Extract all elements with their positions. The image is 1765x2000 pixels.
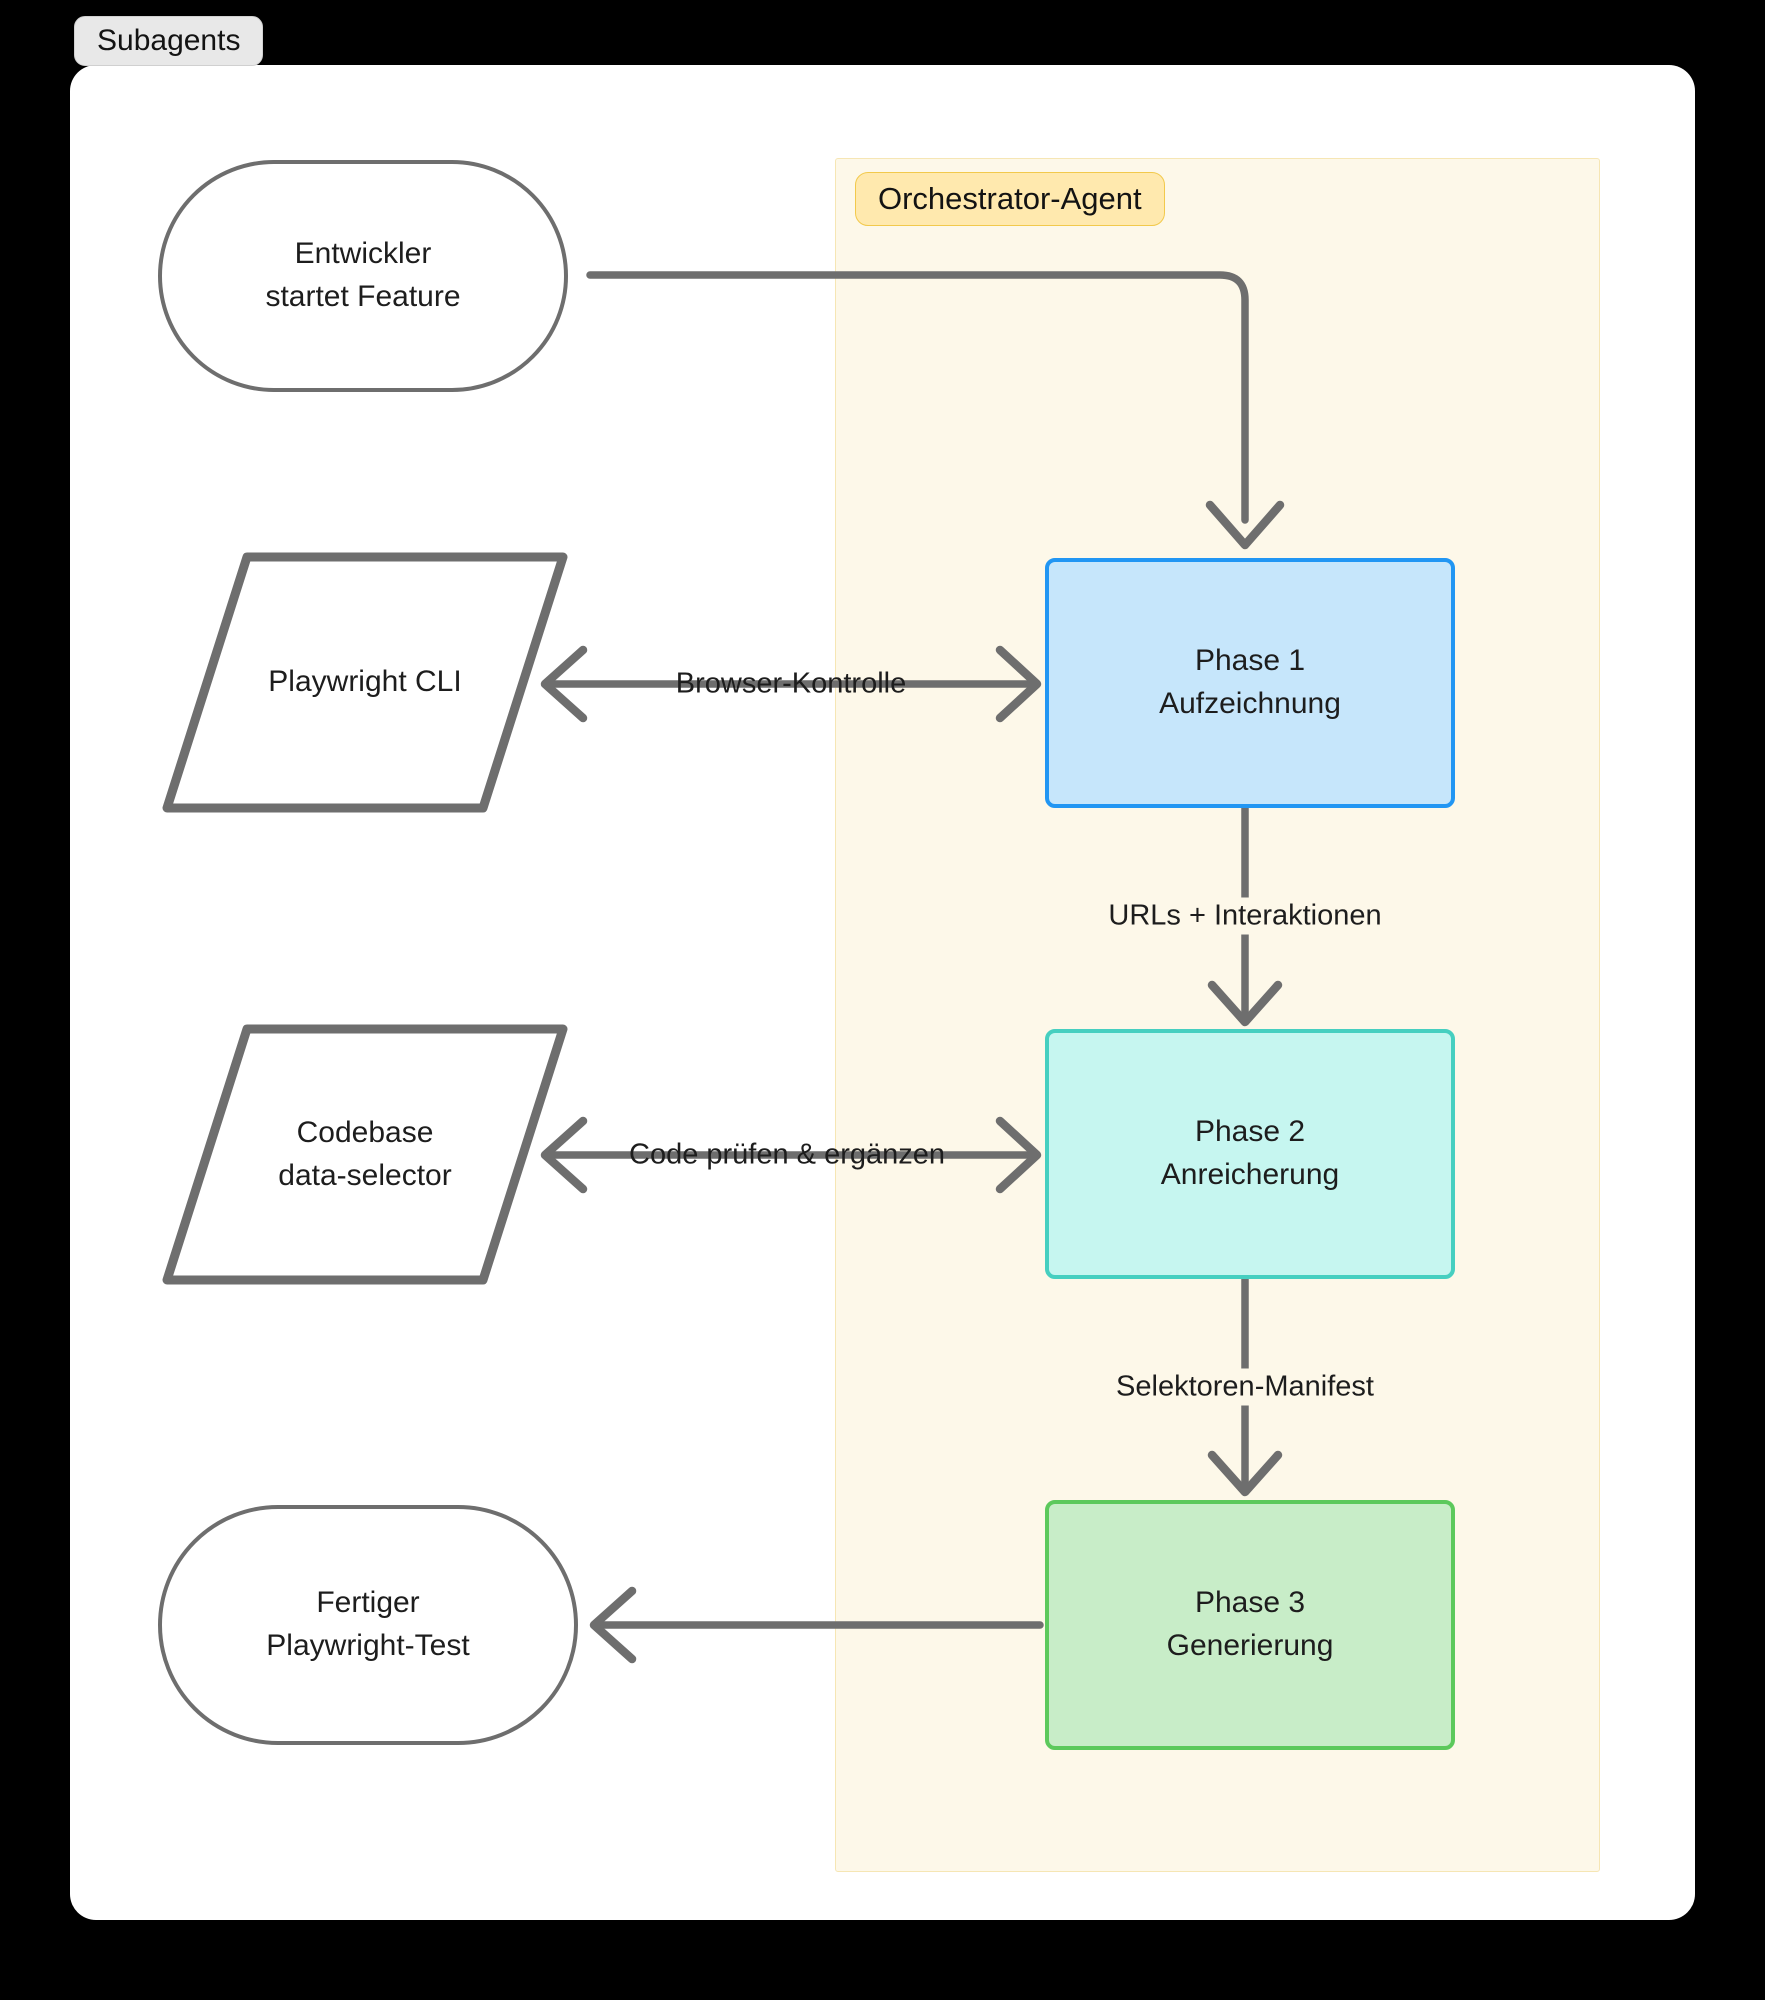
subgraph-label-orchestrator-agent: Orchestrator-Agent [855,172,1165,226]
node-phase1-aufzeichnung[interactable]: Phase 1 Aufzeichnung [1045,558,1455,808]
parallelogram-shape [155,545,575,820]
node-developer-label: Entwickler startet Feature [265,237,461,313]
subgraph-label-subagents: Subagents [74,16,264,66]
node-phase2-anreicherung[interactable]: Phase 2 Anreicherung [1045,1029,1455,1279]
node-phase3-generierung[interactable]: Phase 3 Generierung [1045,1500,1455,1750]
node-final-test-label: Fertiger Playwright-Test [266,1586,470,1662]
node-phase3-label: Phase 3 Generierung [1166,1586,1334,1662]
node-phase1-label: Phase 1 Aufzeichnung [1159,644,1341,720]
node-codebase-data-selector[interactable]: Codebase data-selector [155,1017,575,1292]
node-developer-start-feature[interactable]: Entwickler startet Feature [158,160,568,392]
node-phase2-label: Phase 2 Anreicherung [1160,1115,1340,1191]
node-playwright-cli[interactable]: Playwright CLI [155,545,575,820]
parallelogram-shape [155,1017,575,1292]
node-final-playwright-test[interactable]: Fertiger Playwright-Test [158,1505,578,1745]
